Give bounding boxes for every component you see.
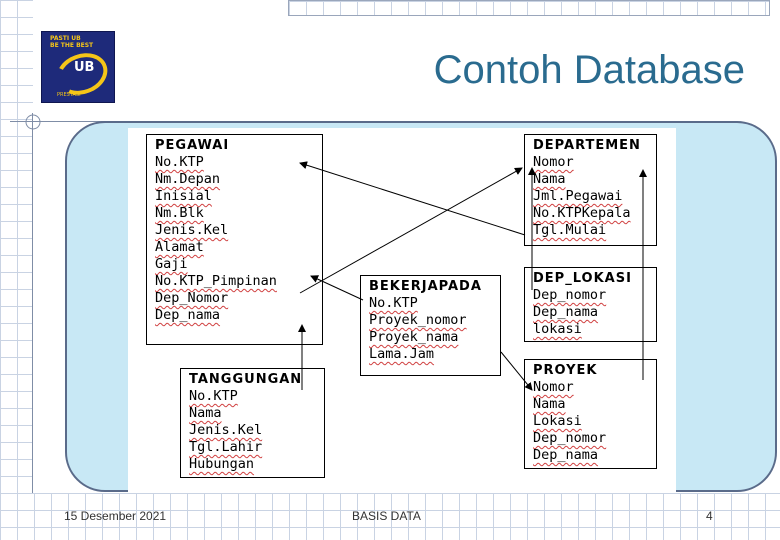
decorative-grid-bottom bbox=[0, 493, 780, 540]
entity-attribute: Nomor bbox=[533, 379, 574, 395]
entity-attribute: Nm.Blk bbox=[155, 205, 204, 221]
entity-attribute: Nomor bbox=[533, 154, 574, 170]
slide-title: Contoh Database bbox=[433, 48, 745, 92]
entity-tanggungan: TANGGUNGAN No.KTP Nama Jenis.Kel Tgl.Lah… bbox=[180, 368, 325, 478]
entity-attribute: Nama bbox=[533, 171, 566, 187]
arrow-departemen-to-pegawai bbox=[299, 161, 526, 236]
logo-text-line1: PASTI UB bbox=[50, 35, 81, 42]
entity-proyek: PROYEK Nomor Nama Lokasi Dep_nomor Dep_n… bbox=[524, 359, 657, 469]
entity-attribute: Inisial bbox=[155, 188, 212, 204]
logo-ub-text: UB bbox=[74, 60, 95, 75]
entity-attribute: Dep_nama bbox=[155, 307, 221, 323]
arrow-bekerjapada-to-proyek bbox=[500, 351, 533, 391]
entity-attribute: Dep_nomor bbox=[533, 430, 607, 446]
entity-attribute: Tgl.Mulai bbox=[533, 222, 607, 238]
entity-attribute: Dep_nama bbox=[533, 447, 599, 463]
entity-attribute: lokasi bbox=[533, 321, 582, 337]
entity-title: PEGAWAI bbox=[155, 138, 230, 153]
entity-attribute: No.KTP bbox=[369, 295, 418, 311]
entity-attribute: No.KTP bbox=[189, 388, 238, 404]
entity-attribute: Nama bbox=[189, 405, 222, 421]
entity-title: DEPARTEMEN bbox=[533, 138, 641, 153]
entity-attribute: No.KTP bbox=[155, 154, 204, 170]
entity-title: PROYEK bbox=[533, 363, 598, 378]
entity-attribute: Nama bbox=[533, 396, 566, 412]
footer-title: BASIS DATA bbox=[352, 509, 421, 523]
entity-attribute: Jml.Pegawai bbox=[533, 188, 623, 204]
entity-title: DEP_LOKASI bbox=[533, 271, 632, 286]
entity-bekerjapada: BEKERJAPADA No.KTP Proyek_nomor Proyek_n… bbox=[360, 275, 501, 376]
entity-attribute: Jenis.Kel bbox=[155, 222, 229, 238]
entity-attribute: Proyek_nomor bbox=[369, 312, 467, 328]
logo-text-line2: BE THE BEST bbox=[50, 42, 94, 49]
entity-attribute: Proyek_nama bbox=[369, 329, 459, 345]
entity-attribute: Lokasi bbox=[533, 413, 582, 429]
entity-attribute: No.KTP_Pimpinan bbox=[155, 273, 277, 289]
entity-title: BEKERJAPADA bbox=[369, 279, 482, 294]
decorative-vertical-line bbox=[32, 113, 33, 493]
entity-pegawai: PEGAWAI No.KTP Nm.Depan Inisial Nm.Blk J… bbox=[146, 134, 323, 345]
page-number: 4 bbox=[706, 509, 713, 523]
entity-attribute: Dep_nama bbox=[533, 304, 599, 320]
decorative-circle bbox=[25, 114, 41, 130]
entity-attribute: Hubungan bbox=[189, 456, 255, 472]
entity-attribute: Dep_nomor bbox=[533, 287, 607, 303]
entity-attribute: Jenis.Kel bbox=[189, 422, 263, 438]
decorative-grid-left bbox=[0, 0, 33, 540]
entity-attribute: Tgl.Lahir bbox=[189, 439, 263, 455]
entity-attribute: No.KTPKepala bbox=[533, 205, 631, 221]
footer-date: 15 Desember 2021 bbox=[64, 509, 167, 523]
entity-attribute: Nm.Depan bbox=[155, 171, 221, 187]
university-logo: PASTI UB BE THE BEST UB PRESTASI bbox=[41, 31, 115, 103]
entity-title: TANGGUNGAN bbox=[189, 372, 303, 387]
decorative-grid-top bbox=[288, 0, 770, 16]
entity-attribute: Dep_Nomor bbox=[155, 290, 229, 306]
decorative-horizontal-line bbox=[10, 121, 130, 122]
entity-attribute: Lama.Jam bbox=[369, 346, 435, 362]
entity-attribute: Gaji bbox=[155, 256, 188, 272]
entity-departemen: DEPARTEMEN Nomor Nama Jml.Pegawai No.KTP… bbox=[524, 134, 657, 246]
arrow-bekerjapada-to-pegawai bbox=[310, 275, 364, 301]
arrow-pegawai-to-departemen bbox=[299, 167, 523, 294]
logo-text-line3: PRESTASI bbox=[57, 92, 81, 98]
entity-dep-lokasi: DEP_LOKASI Dep_nomor Dep_nama lokasi bbox=[524, 267, 657, 342]
entity-attribute: Alamat bbox=[155, 239, 204, 255]
